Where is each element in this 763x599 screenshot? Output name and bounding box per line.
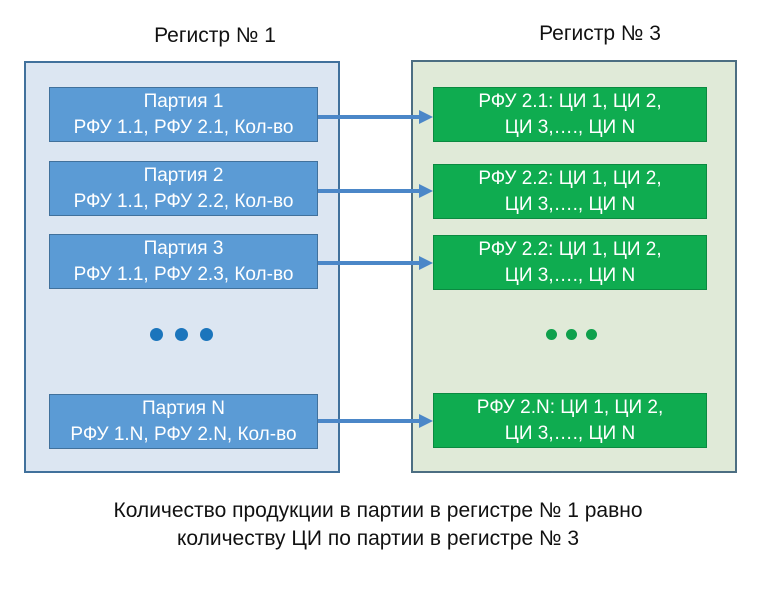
- right-ellipsis-dots: [546, 329, 597, 340]
- register-3-title: Регистр № 3: [539, 22, 661, 45]
- arrow-batch2-to-rfu2: [318, 184, 433, 198]
- arrow-head-icon: [419, 110, 433, 124]
- batch-box-2-detail: РФУ 1.1, РФУ 2.2, Кол-во: [73, 191, 294, 212]
- rfu-box-2: РФУ 2.2: ЦИ 1, ЦИ 2, ЦИ 3,…., ЦИ N: [433, 164, 707, 219]
- arrow-batchn-to-rfun: [318, 414, 433, 428]
- arrow-line: [318, 261, 420, 265]
- rfu-box-3: РФУ 2.2: ЦИ 1, ЦИ 2, ЦИ 3,…., ЦИ N: [433, 235, 707, 290]
- batch-box-3-detail: РФУ 1.1, РФУ 2.3, Кол-во: [73, 264, 294, 285]
- batch-box-1-title: Партия 1: [143, 91, 224, 112]
- batch-box-1-detail: РФУ 1.1, РФУ 2.1, Кол-во: [73, 117, 294, 138]
- rfu-box-n-line2: ЦИ 3,…., ЦИ N: [504, 423, 636, 444]
- caption: Количество продукции в партии в регистре…: [0, 497, 756, 553]
- batch-box-1: Партия 1 РФУ 1.1, РФУ 2.1, Кол-во: [49, 87, 318, 142]
- batch-box-3: Партия 3 РФУ 1.1, РФУ 2.3, Кол-во: [49, 234, 318, 289]
- batch-box-n: Партия N РФУ 1.N, РФУ 2.N, Кол-во: [49, 394, 318, 449]
- rfu-box-n: РФУ 2.N: ЦИ 1, ЦИ 2, ЦИ 3,…., ЦИ N: [433, 393, 707, 448]
- batch-box-n-title: Партия N: [142, 398, 225, 419]
- register-1-title: Регистр № 1: [154, 24, 276, 47]
- rfu-box-2-line2: ЦИ 3,…., ЦИ N: [504, 194, 636, 215]
- rfu-box-n-line1: РФУ 2.N: ЦИ 1, ЦИ 2,: [476, 397, 664, 418]
- arrow-line: [318, 189, 420, 193]
- batch-box-3-title: Партия 3: [143, 238, 224, 259]
- rfu-box-3-line1: РФУ 2.2: ЦИ 1, ЦИ 2,: [478, 239, 662, 260]
- left-ellipsis-dots: [150, 328, 213, 341]
- rfu-box-1-line1: РФУ 2.1: ЦИ 1, ЦИ 2,: [478, 91, 662, 112]
- rfu-box-1: РФУ 2.1: ЦИ 1, ЦИ 2, ЦИ 3,…., ЦИ N: [433, 87, 707, 142]
- arrow-line: [318, 115, 420, 119]
- batch-box-2-title: Партия 2: [143, 165, 224, 186]
- batch-box-2: Партия 2 РФУ 1.1, РФУ 2.2, Кол-во: [49, 161, 318, 216]
- rfu-box-3-line2: ЦИ 3,…., ЦИ N: [504, 265, 636, 286]
- arrow-head-icon: [419, 184, 433, 198]
- arrow-batch1-to-rfu1: [318, 110, 433, 124]
- arrow-line: [318, 419, 420, 423]
- rfu-box-1-line2: ЦИ 3,…., ЦИ N: [504, 117, 636, 138]
- batch-box-n-detail: РФУ 1.N, РФУ 2.N, Кол-во: [70, 424, 297, 445]
- rfu-box-2-line1: РФУ 2.2: ЦИ 1, ЦИ 2,: [478, 168, 662, 189]
- arrow-head-icon: [419, 256, 433, 270]
- arrow-batch3-to-rfu3: [318, 256, 433, 270]
- caption-line-1: Количество продукции в партии в регистре…: [113, 499, 643, 522]
- arrow-head-icon: [419, 414, 433, 428]
- caption-line-2: количеству ЦИ по партии в регистре № 3: [176, 527, 579, 550]
